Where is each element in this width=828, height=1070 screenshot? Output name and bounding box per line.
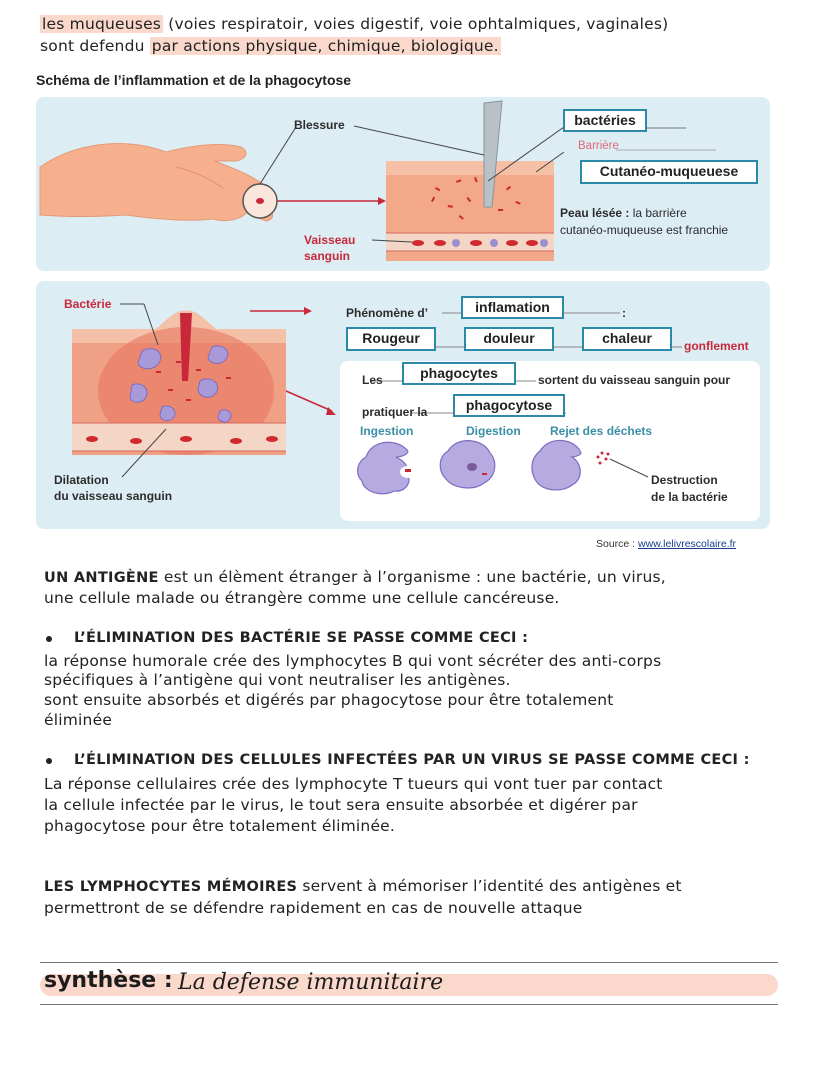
label-rejet: Rejet des déchets (550, 424, 653, 438)
memoire-line-2: permettront de se défendre rapidement en… (44, 899, 583, 917)
box-inflamation: inflamation (461, 296, 564, 319)
bacteries-line-2: spécifiques à l’antigène qui vont neutra… (44, 671, 511, 689)
label-dilatation-2: du vaisseau sanguin (54, 489, 173, 503)
memoire-heading: LES LYMPHOCYTES MÉMOIRES (44, 879, 298, 895)
intro-line-2: sont defendu par actions physique, chimi… (40, 37, 501, 55)
box-cutaneo-muqueuse: Cutanéo-muqueuese (580, 160, 758, 184)
wound-illustration (39, 100, 716, 261)
bullet-virus (46, 758, 52, 764)
box-douleur: douleur (464, 327, 554, 351)
memoire-line-1: LES LYMPHOCYTES MÉMOIRES servent à mémor… (44, 877, 682, 895)
antigene-line-1: UN ANTIGÈNE est un élèment étranger à l’… (44, 568, 666, 586)
label-sortent: sortent du vaisseau sanguin pour (538, 373, 731, 387)
label-destruction-2: de la bactérie (651, 490, 728, 504)
label-colon: : (622, 306, 626, 320)
antigene-line-2: une cellule malade ou étrangère comme un… (44, 589, 560, 607)
virus-line-2: la cellule infectée par le virus, le tou… (44, 796, 638, 814)
label-destruction-1: Destruction (651, 473, 718, 487)
label-barriere: Barrière (578, 140, 619, 152)
label-gonflement: gonflement (684, 339, 749, 353)
synthese-highlight (40, 974, 778, 996)
label-peau-lesee-1: Peau lésée : la barrière (560, 206, 687, 220)
label-phenomene: Phénomène d’ (346, 306, 429, 320)
schema-panel-phagocytosis (36, 281, 770, 529)
label-blessure: Blessure (294, 118, 345, 132)
schema-panel-wound (36, 97, 770, 271)
heading-virus: L’ÉLIMINATION DES CELLULES INFECTÉES PAR… (74, 752, 750, 768)
synthese-label: synthèse : (44, 968, 173, 993)
heading-bacteries: L’ÉLIMINATION DES BACTÉRIE SE PASSE COMM… (74, 630, 529, 646)
bullet-bacteries (46, 636, 52, 642)
bacteries-line-3: sont ensuite absorbés et digérés par pha… (44, 691, 614, 709)
label-bacterie: Bactérie (64, 297, 112, 311)
label-peau-lesee-2: cutanéo-muqueuse est franchie (560, 223, 729, 237)
synthese-title: La defense immunitaire (178, 970, 444, 995)
intro-line-1: les muqueuses (voies respiratoir, voies … (40, 15, 669, 33)
schema-title: Schéma de l’inflammation et de la phagoc… (36, 72, 352, 88)
highlight-actions: par actions physique, chimique, biologiq… (149, 37, 501, 55)
label-pratiquer: pratiquer la (362, 405, 428, 419)
bacteries-line-1: la réponse humorale crée des lymphocytes… (44, 652, 662, 670)
highlight-muqueuses: les muqueuses (40, 15, 164, 33)
source-credit: Source : www.lelivrescolaire.fr (596, 538, 737, 550)
source-link[interactable]: www.lelivrescolaire.fr (638, 538, 737, 550)
box-bacteries: bactéries (563, 109, 647, 132)
virus-line-1: La réponse cellulaires crée des lymphocy… (44, 775, 663, 793)
label-les: Les (362, 373, 383, 387)
box-phagocytes: phagocytes (402, 362, 516, 385)
box-phagocytose: phagocytose (453, 394, 565, 417)
box-chaleur: chaleur (582, 327, 672, 351)
virus-line-3: phagocytose pour être totalement éliminé… (44, 817, 396, 835)
label-sanguin: sanguin (304, 249, 351, 263)
label-vaisseau: Vaisseau (304, 233, 356, 247)
label-digestion: Digestion (466, 424, 521, 438)
box-rougeur: Rougeur (346, 327, 436, 351)
bacteries-line-4: éliminée (44, 711, 113, 729)
synthese-rule-bottom (40, 1004, 778, 1005)
label-ingestion: Ingestion (360, 424, 414, 438)
label-dilatation-1: Dilatation (54, 473, 109, 487)
antigene-heading: UN ANTIGÈNE (44, 570, 159, 586)
phagocytosis-illustration (72, 303, 760, 521)
synthese-rule-top (40, 962, 778, 963)
